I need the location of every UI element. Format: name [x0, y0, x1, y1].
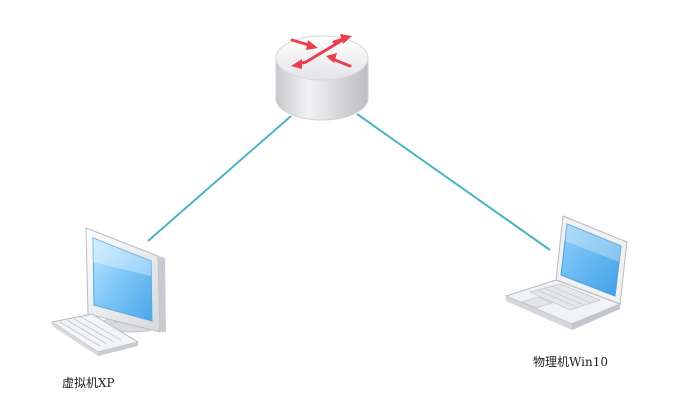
laptop-icon — [504, 215, 628, 330]
host-win10-label: 物理机Win10 — [533, 355, 608, 369]
vm-xp-label: 虚拟机XP — [62, 376, 115, 390]
router-icon — [275, 34, 369, 121]
link-router-to-host-win10 — [356, 113, 551, 251]
desktop-computer-icon — [50, 227, 166, 356]
link-router-to-vm-xp — [147, 115, 292, 242]
